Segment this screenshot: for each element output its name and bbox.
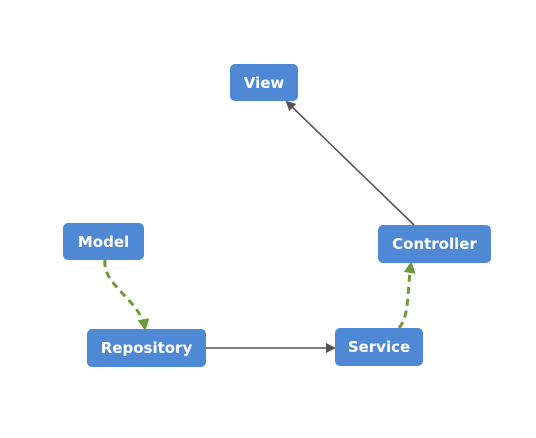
- edge-service-controller: [397, 261, 416, 329]
- node-view[interactable]: View: [230, 64, 298, 101]
- node-service[interactable]: Service: [335, 328, 423, 366]
- node-repository-label: Repository: [100, 339, 193, 357]
- node-model[interactable]: Model: [63, 223, 144, 260]
- edge-model-repository: [103, 259, 150, 331]
- edge-controller-view: [285, 100, 415, 226]
- node-service-label: Service: [347, 338, 411, 356]
- node-repository[interactable]: Repository: [87, 329, 206, 367]
- node-view-label: View: [243, 73, 285, 92]
- node-model-label: Model: [77, 232, 130, 251]
- node-controller-label: Controller: [392, 235, 477, 253]
- node-controller[interactable]: Controller: [378, 225, 491, 263]
